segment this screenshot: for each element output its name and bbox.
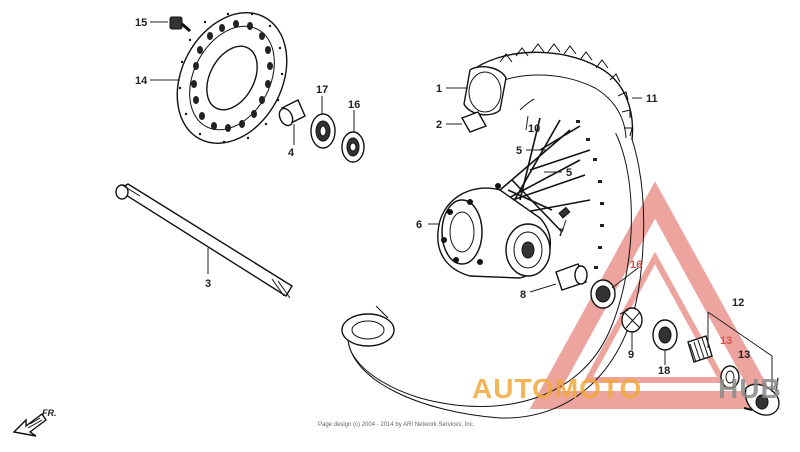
- callout-11: 11: [646, 93, 658, 105]
- callout-4: 4: [288, 147, 295, 159]
- valve-cap: [558, 206, 571, 219]
- brake-disc: [176, 12, 288, 144]
- callout-1: 1: [436, 83, 442, 95]
- dust-seal-right: [590, 279, 616, 309]
- disc-bolt: [169, 16, 191, 33]
- callout-labels: 15 14 17 16 4 3 1 2 10 5 5 6 7 8 11 16 9…: [135, 17, 750, 377]
- copyright-notice: Page design (c) 2004 - 2014 by ARI Netwo…: [318, 422, 475, 428]
- callout-12: 12: [732, 297, 744, 309]
- fr-label: FR.: [42, 408, 57, 418]
- callout-16-right: 16: [630, 259, 642, 271]
- callout-2: 2: [436, 119, 442, 131]
- callout-9: 9: [628, 349, 634, 361]
- rim-band: [460, 111, 488, 133]
- callout-15: 15: [135, 17, 147, 29]
- callout-13-b: 13: [738, 349, 750, 361]
- callout-6: 6: [416, 219, 422, 231]
- callout-17: 17: [316, 84, 328, 96]
- callout-18: 18: [658, 365, 670, 377]
- callout-14: 14: [135, 75, 148, 87]
- dust-seal-left: [341, 131, 365, 163]
- callout-16-left: 16: [348, 99, 360, 111]
- speedometer-gearbox: [687, 311, 780, 416]
- distance-collar: [278, 99, 306, 127]
- watermark-text: AUTOMOTO HUB: [472, 373, 782, 404]
- callout-10: 10: [528, 123, 540, 135]
- bearing-left: [310, 113, 336, 149]
- callout-3: 3: [205, 278, 211, 290]
- side-collar: [555, 263, 588, 291]
- speedometer-retainer: [619, 307, 643, 333]
- callout-5-b: 5: [566, 167, 572, 179]
- bearing-right: [652, 319, 678, 351]
- front-direction-arrow: FR.: [12, 408, 57, 437]
- callout-7: 7: [558, 227, 564, 239]
- callout-13-a: 13: [720, 335, 732, 347]
- callout-5-a: 5: [516, 145, 522, 157]
- watermark-text-left: AUTOMOTO: [472, 373, 642, 404]
- leader-lines: [150, 21, 666, 365]
- inner-tube: [463, 66, 507, 116]
- callout-8: 8: [520, 289, 526, 301]
- front-axle: [115, 183, 293, 299]
- wheel-hub: [437, 183, 551, 279]
- watermark-text-right: HUB: [718, 373, 782, 404]
